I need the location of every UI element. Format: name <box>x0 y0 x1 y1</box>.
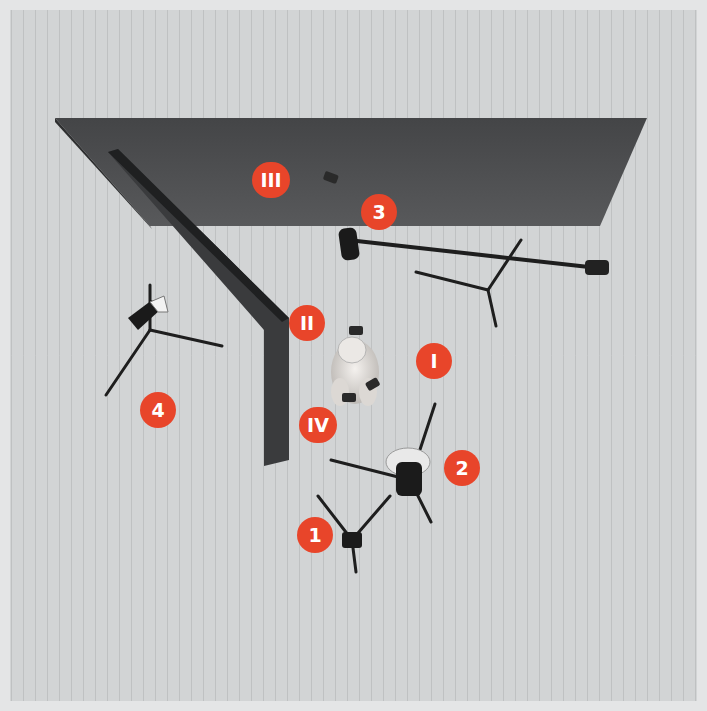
callout-number: 4 <box>151 401 164 420</box>
light-stand <box>106 285 222 395</box>
callout-number: III <box>260 171 281 190</box>
callout-circle: 4 <box>140 392 176 428</box>
light-head <box>396 462 422 496</box>
boom-stand <box>348 240 598 326</box>
callout-circle: I <box>416 343 452 379</box>
callout-circle: 3 <box>361 194 397 230</box>
callout-circle: 2 <box>444 450 480 486</box>
reflector <box>150 296 168 312</box>
callout-circle: III <box>252 162 289 198</box>
callout-number: IV <box>307 416 329 435</box>
boom-light <box>338 227 360 261</box>
callout-number: 2 <box>455 459 468 478</box>
callout-circle: II <box>289 305 325 341</box>
floor <box>10 10 697 701</box>
callout-circle: 1 <box>297 517 333 553</box>
callout-number: 1 <box>308 526 321 545</box>
model <box>331 337 379 406</box>
callout-circle: IV <box>299 407 337 443</box>
callout-number: I <box>430 352 437 371</box>
side-wall-top <box>108 149 289 322</box>
side-wall <box>108 149 289 466</box>
callout-number: II <box>300 314 314 333</box>
camera <box>342 532 362 548</box>
callout-number: 3 <box>372 203 385 222</box>
back-wall <box>55 118 647 226</box>
counterweight <box>585 260 609 275</box>
